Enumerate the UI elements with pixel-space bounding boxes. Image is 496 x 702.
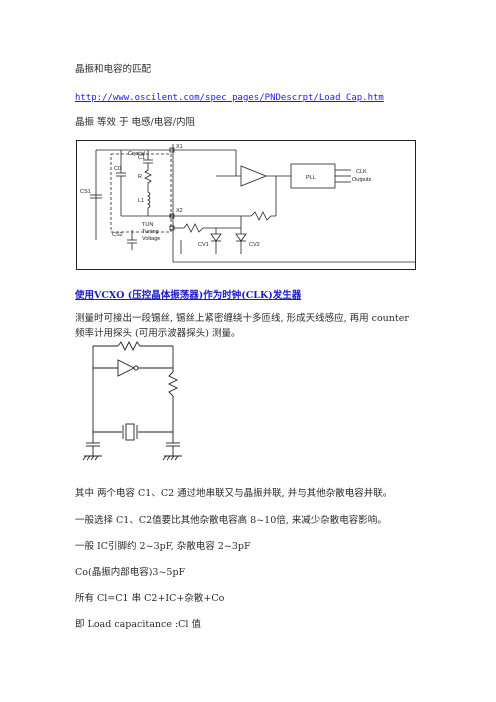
label-tun: TUN bbox=[142, 222, 153, 228]
label-c1: C1 bbox=[138, 155, 145, 161]
label-r: R bbox=[138, 174, 142, 180]
label-pll: PLL bbox=[306, 175, 316, 181]
label-x1: X1 bbox=[176, 144, 183, 150]
label-cv2: CV2 bbox=[249, 242, 260, 248]
label-outputs: Outputs bbox=[352, 177, 372, 183]
label-x2: X2 bbox=[176, 208, 183, 214]
label-clk: CLK bbox=[356, 169, 367, 175]
reference-link[interactable]: http://www.oscilent.com/spec_pages/PNDes… bbox=[75, 93, 384, 103]
para1-line1: 测量时可接出一段锡丝, 锡丝上紧密缠绕十多匝线, 形成天线感应, 再用 coun… bbox=[75, 313, 409, 324]
equivalence-text: 晶振 等效 于 电感/电容/内阻 bbox=[75, 117, 195, 128]
vcxo-circuit-diagram: Crystal X1 X2 C0 C1 R L1 CS1 CS2 TUN Tun… bbox=[76, 140, 416, 270]
label-cs1: CS1 bbox=[80, 189, 91, 195]
label-tuning: Tuning bbox=[142, 229, 159, 235]
section-heading: 使用VCXO (压控晶体振荡器)作为时钟(CLK)发生器 bbox=[75, 290, 302, 301]
para2: 其中 两个电容 C1、C2 通过地串联又与晶振并联, 并与其他杂散电容并联。 bbox=[75, 488, 393, 499]
pierce-oscillator-diagram bbox=[82, 340, 182, 461]
label-cs2: CS2 bbox=[112, 232, 123, 238]
para5: Co(晶振内部电容)3~5pF bbox=[75, 567, 186, 578]
para4: 一般 IC引脚约 2~3pF, 杂散电容 2~3pF bbox=[75, 541, 251, 552]
para3: 一般选择 C1、C2值要比其他杂散电容高 8~10倍, 来减少杂散电容影响。 bbox=[75, 515, 387, 526]
doc-title: 晶振和电容的匹配 bbox=[75, 64, 152, 75]
label-cv1: CV1 bbox=[198, 242, 209, 248]
label-voltage: Voltage bbox=[142, 236, 160, 242]
label-l1: L1 bbox=[138, 198, 144, 204]
para1-line2: 频率计用探头 (可用示波器探头) 测量。 bbox=[75, 328, 241, 339]
label-c0: C0 bbox=[114, 166, 121, 172]
label-crystal: Crystal bbox=[128, 151, 145, 157]
para7: 即 Load capacitance :Cl 值 bbox=[75, 619, 201, 630]
para6: 所有 Cl=C1 串 C2+IC+杂散+Co bbox=[75, 593, 225, 604]
